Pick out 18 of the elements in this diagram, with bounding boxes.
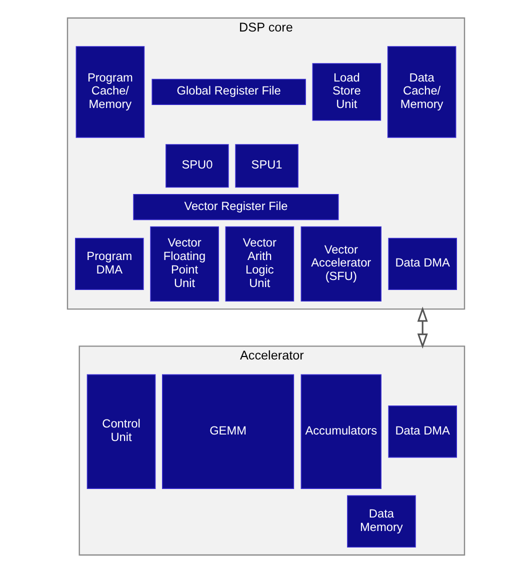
node-box: Vector Arith Logic Unit — [225, 226, 294, 302]
node-box: SPU0 — [166, 144, 229, 188]
node-box: Vector Register File — [133, 194, 339, 220]
node-box: Accumulators — [300, 374, 382, 489]
node-box: Data Memory — [347, 495, 416, 548]
node-box: SPU1 — [235, 144, 298, 188]
node-box: Data DMA — [388, 406, 457, 458]
node-box: Global Register File — [152, 78, 306, 105]
arrow — [417, 306, 428, 349]
node-box: Control Unit — [86, 374, 156, 489]
node-box: Vector Accelerator (SFU) — [300, 226, 382, 302]
node-box: Program Cache/ Memory — [76, 46, 145, 138]
node-box: Data Cache/ Memory — [387, 46, 456, 138]
node-box: Data DMA — [388, 238, 457, 290]
node-box: Program DMA — [75, 238, 144, 290]
node-box: GEMM — [162, 374, 294, 489]
node-box: Load Store Unit — [312, 63, 382, 121]
node-box: Vector Floating Point Unit — [150, 226, 219, 302]
